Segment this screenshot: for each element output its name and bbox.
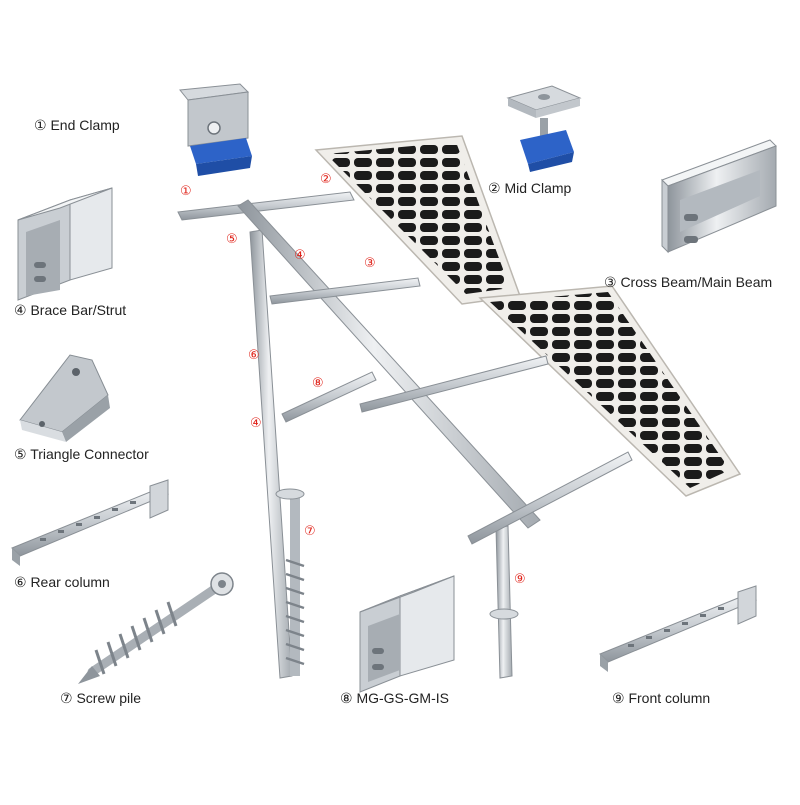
main-beam xyxy=(237,199,541,529)
label-brace-bar: ④ Brace Bar/Strut xyxy=(14,302,127,318)
triangle-connector-thumbnail xyxy=(19,354,110,442)
label-rear-column: ⑥ Rear column xyxy=(14,574,110,590)
front-column-thumbnail xyxy=(599,585,757,672)
top-rail xyxy=(177,191,355,221)
label-front-column: ⑨ Front column xyxy=(612,690,711,706)
callout-5: ⑤ xyxy=(226,232,238,247)
screw-pile-thumbnail xyxy=(78,572,234,684)
cross-beam-thumbnail xyxy=(661,139,777,254)
mid-clamp-thumbnail xyxy=(506,85,582,172)
rear-column-thumbnail xyxy=(11,479,169,566)
screw-pile xyxy=(275,488,305,676)
cross-beam-lower xyxy=(467,451,633,545)
callout-2: ② xyxy=(320,172,332,187)
callout-7: ⑦ xyxy=(304,524,316,539)
solar-panel-upper xyxy=(314,135,522,305)
callout-4b: ④ xyxy=(250,416,262,431)
front-column xyxy=(495,525,513,679)
label-screw-pile: ⑦ Screw pile xyxy=(60,690,142,706)
label-cross-beam: ③ Cross Beam/Main Beam xyxy=(604,274,773,290)
label-triangle-connector: ⑤ Triangle Connector xyxy=(14,446,149,462)
label-end-clamp: ① End Clamp xyxy=(34,117,120,133)
end-clamp-thumbnail xyxy=(179,83,252,176)
callout-3: ③ xyxy=(364,256,376,271)
callout-4a: ④ xyxy=(294,248,306,263)
brace-strut xyxy=(281,371,377,423)
brace-bar-thumbnail xyxy=(17,187,113,301)
cross-beam-upper xyxy=(269,277,421,305)
main-assembly xyxy=(177,135,742,679)
callout-8: ⑧ xyxy=(312,376,324,391)
mg-gs-channel-thumbnail xyxy=(359,575,455,693)
callout-9: ⑨ xyxy=(514,572,526,587)
label-mg-gs: ⑧ MG-GS-GM-IS xyxy=(340,690,449,706)
label-mid-clamp: ② Mid Clamp xyxy=(488,180,572,196)
callout-6: ⑥ xyxy=(248,348,260,363)
solar-panel-lower xyxy=(478,285,742,497)
cross-beam-middle xyxy=(359,355,549,413)
callout-1: ① xyxy=(180,184,192,199)
